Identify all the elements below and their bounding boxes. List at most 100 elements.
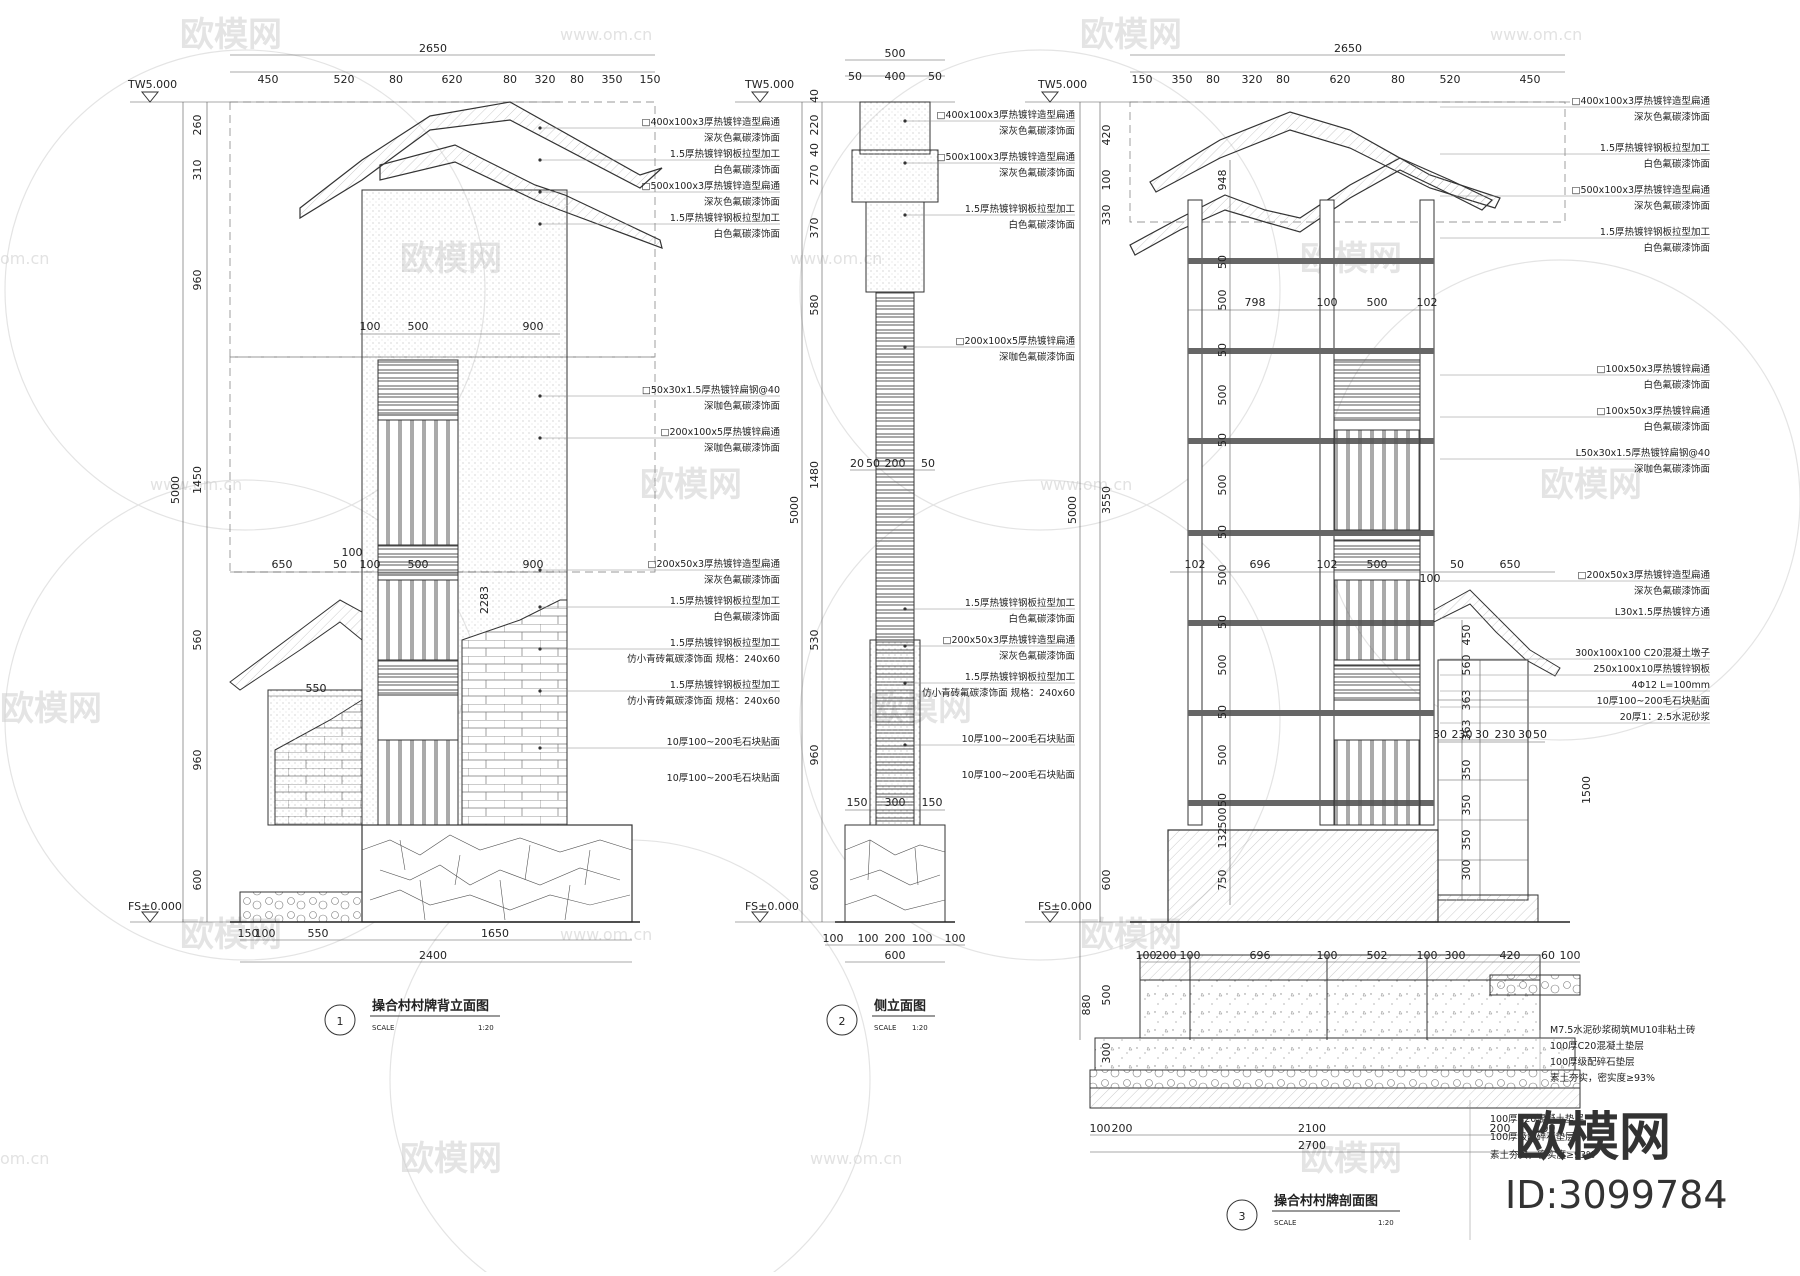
slat-band <box>377 359 459 416</box>
side-cap <box>851 149 939 203</box>
dim: 350 <box>1460 760 1473 781</box>
dim: 50 <box>1533 728 1547 741</box>
dim: 150 <box>640 73 661 86</box>
leader-dot <box>538 568 542 572</box>
foundation-brick <box>1139 954 1541 981</box>
annotation-text: □500x100x3厚热镀锌造型扁通 <box>936 151 1075 163</box>
annotation-text: 白色氟碳漆饰面 <box>713 611 780 623</box>
watermark-brand: 欧模网 <box>1080 15 1182 55</box>
annotation-text: 白色氟碳漆饰面 <box>1643 158 1710 170</box>
annotation-text: 深灰色氟碳漆饰面 <box>1634 585 1710 597</box>
watermark-brand: 欧模网 <box>1300 1139 1402 1179</box>
dim: 500 <box>1216 290 1229 311</box>
view-title-block: 3 操合村村牌剖面图 SCALE 1:20 <box>1226 1193 1400 1231</box>
dim: 3550 <box>1100 486 1113 514</box>
view-section: TW5.000 FS±0.000 <box>1025 42 1710 1240</box>
annotation-text: 10厚100~200毛石块贴面 <box>962 733 1075 745</box>
slat-band <box>1333 664 1421 701</box>
dim-total-height: 5000 <box>169 476 182 504</box>
leader-dot <box>538 222 542 226</box>
dim: 102 <box>1185 558 1206 571</box>
watermark-id: ID:3099784 <box>1505 1173 1728 1217</box>
dim: 260 <box>191 115 204 136</box>
dim: 2283 <box>478 586 491 614</box>
dim: 100 <box>342 546 363 559</box>
column-dimensions: 9485050050500505005050050500505005050013… <box>1216 160 1231 905</box>
annotation-list: □400x100x3厚热镀锌造型扁通深灰色氟碳漆饰面1.5厚热镀锌钢板拉型加工白… <box>1440 95 1711 724</box>
leader-dot <box>903 213 907 217</box>
dim: 580 <box>808 295 821 316</box>
dim-total-width: 2400 <box>419 949 447 962</box>
dim: 100 <box>1560 949 1581 962</box>
annotation-text: 深灰色氟碳漆饰面 <box>704 132 780 144</box>
dim: 220 <box>808 115 821 136</box>
watermark-url: om.cn <box>0 1149 49 1168</box>
dim: 500 <box>408 558 429 571</box>
annotation-text: L30x1.5厚热镀锌方通 <box>1615 606 1711 618</box>
dim: 500 <box>1216 475 1229 496</box>
dim: 200 <box>1156 949 1177 962</box>
dim: 100 <box>1100 170 1113 191</box>
dim: 500 <box>1216 385 1229 406</box>
pavilion-roof <box>229 599 363 691</box>
slat-vertical <box>1333 739 1421 826</box>
leader-dot <box>903 607 907 611</box>
scale-label: SCALE <box>372 1024 394 1032</box>
annotation-text: 1.5厚热镀锌钢板拉型加工 <box>670 148 781 160</box>
dim: 350 <box>1460 795 1473 816</box>
dim: 100 <box>1417 949 1438 962</box>
dim: 550 <box>306 682 327 695</box>
leader-dot <box>903 644 907 648</box>
dim: 40 <box>808 89 821 103</box>
dim-total-width: 600 <box>885 949 906 962</box>
slat-vertical <box>377 419 459 546</box>
top-dimensions: 500 50 400 50 <box>845 47 945 83</box>
dim: 500 <box>408 320 429 333</box>
left-dimensions: 260 310 960 1450 560 960 600 5000 <box>169 102 208 922</box>
watermark-url: www.om.cn <box>1490 25 1582 44</box>
annotation-text: 300x100x100 C20混凝土墩子 <box>1575 647 1710 659</box>
dim: 80 <box>503 73 517 86</box>
dim: 80 <box>389 73 403 86</box>
dim: 80 <box>1206 73 1220 86</box>
dim: 50 <box>866 457 880 470</box>
dim: 1650 <box>481 927 509 940</box>
dim-total-width: 2650 <box>1334 42 1362 55</box>
annotation-text: 250x100x10厚热镀锌钢板 <box>1593 663 1710 675</box>
annotation-text: □200x100x5厚热镀锌扁通 <box>955 335 1075 347</box>
dim: 50 <box>1216 793 1229 807</box>
dim: 100 <box>858 932 879 945</box>
annotation-text: M7.5水泥砂浆砌筑MU10非粘土砖 <box>1550 1024 1696 1036</box>
leader-dot <box>538 394 542 398</box>
leader-dot <box>538 689 542 693</box>
annotation-text: 20厚1：2.5水泥砂浆 <box>1620 711 1711 723</box>
dim: 80 <box>1391 73 1405 86</box>
annotation-text: 深灰色氟碳漆饰面 <box>1634 111 1710 123</box>
dim: 500 <box>1216 565 1229 586</box>
foundation-pad <box>1094 1037 1576 1071</box>
view-number: 2 <box>839 1015 846 1028</box>
dim: 100 <box>1317 296 1338 309</box>
annotation-text: 素土夯实，密实度≥93% <box>1490 1149 1595 1161</box>
dim: 960 <box>191 270 204 291</box>
stone-pattern <box>844 839 946 911</box>
dim: 100 <box>823 932 844 945</box>
foundation-concrete <box>1139 979 1541 1039</box>
dim: 270 <box>808 165 821 186</box>
dim: 50 <box>1216 525 1229 539</box>
annotation-text: 1.5厚热镀锌钢板拉型加工 <box>965 671 1076 683</box>
annotation-list: □400x100x3厚热镀锌造型扁通深灰色氟碳漆饰面1.5厚热镀锌钢板拉型加工白… <box>538 116 780 784</box>
leader-dot <box>538 126 542 130</box>
view-number-circle <box>1226 1199 1258 1231</box>
watermark-url: www.om.cn <box>790 249 882 268</box>
dim: 100 <box>912 932 933 945</box>
watermark-brand: 欧模网 <box>640 465 742 505</box>
base-section <box>1167 829 1439 923</box>
annotation-text: 100厚级配碎石垫层 <box>1490 1131 1575 1143</box>
watermark-brand: 欧模网 <box>180 15 282 55</box>
watermark-brand: 欧模网 <box>400 1139 502 1179</box>
dim: 150 <box>1132 73 1153 86</box>
